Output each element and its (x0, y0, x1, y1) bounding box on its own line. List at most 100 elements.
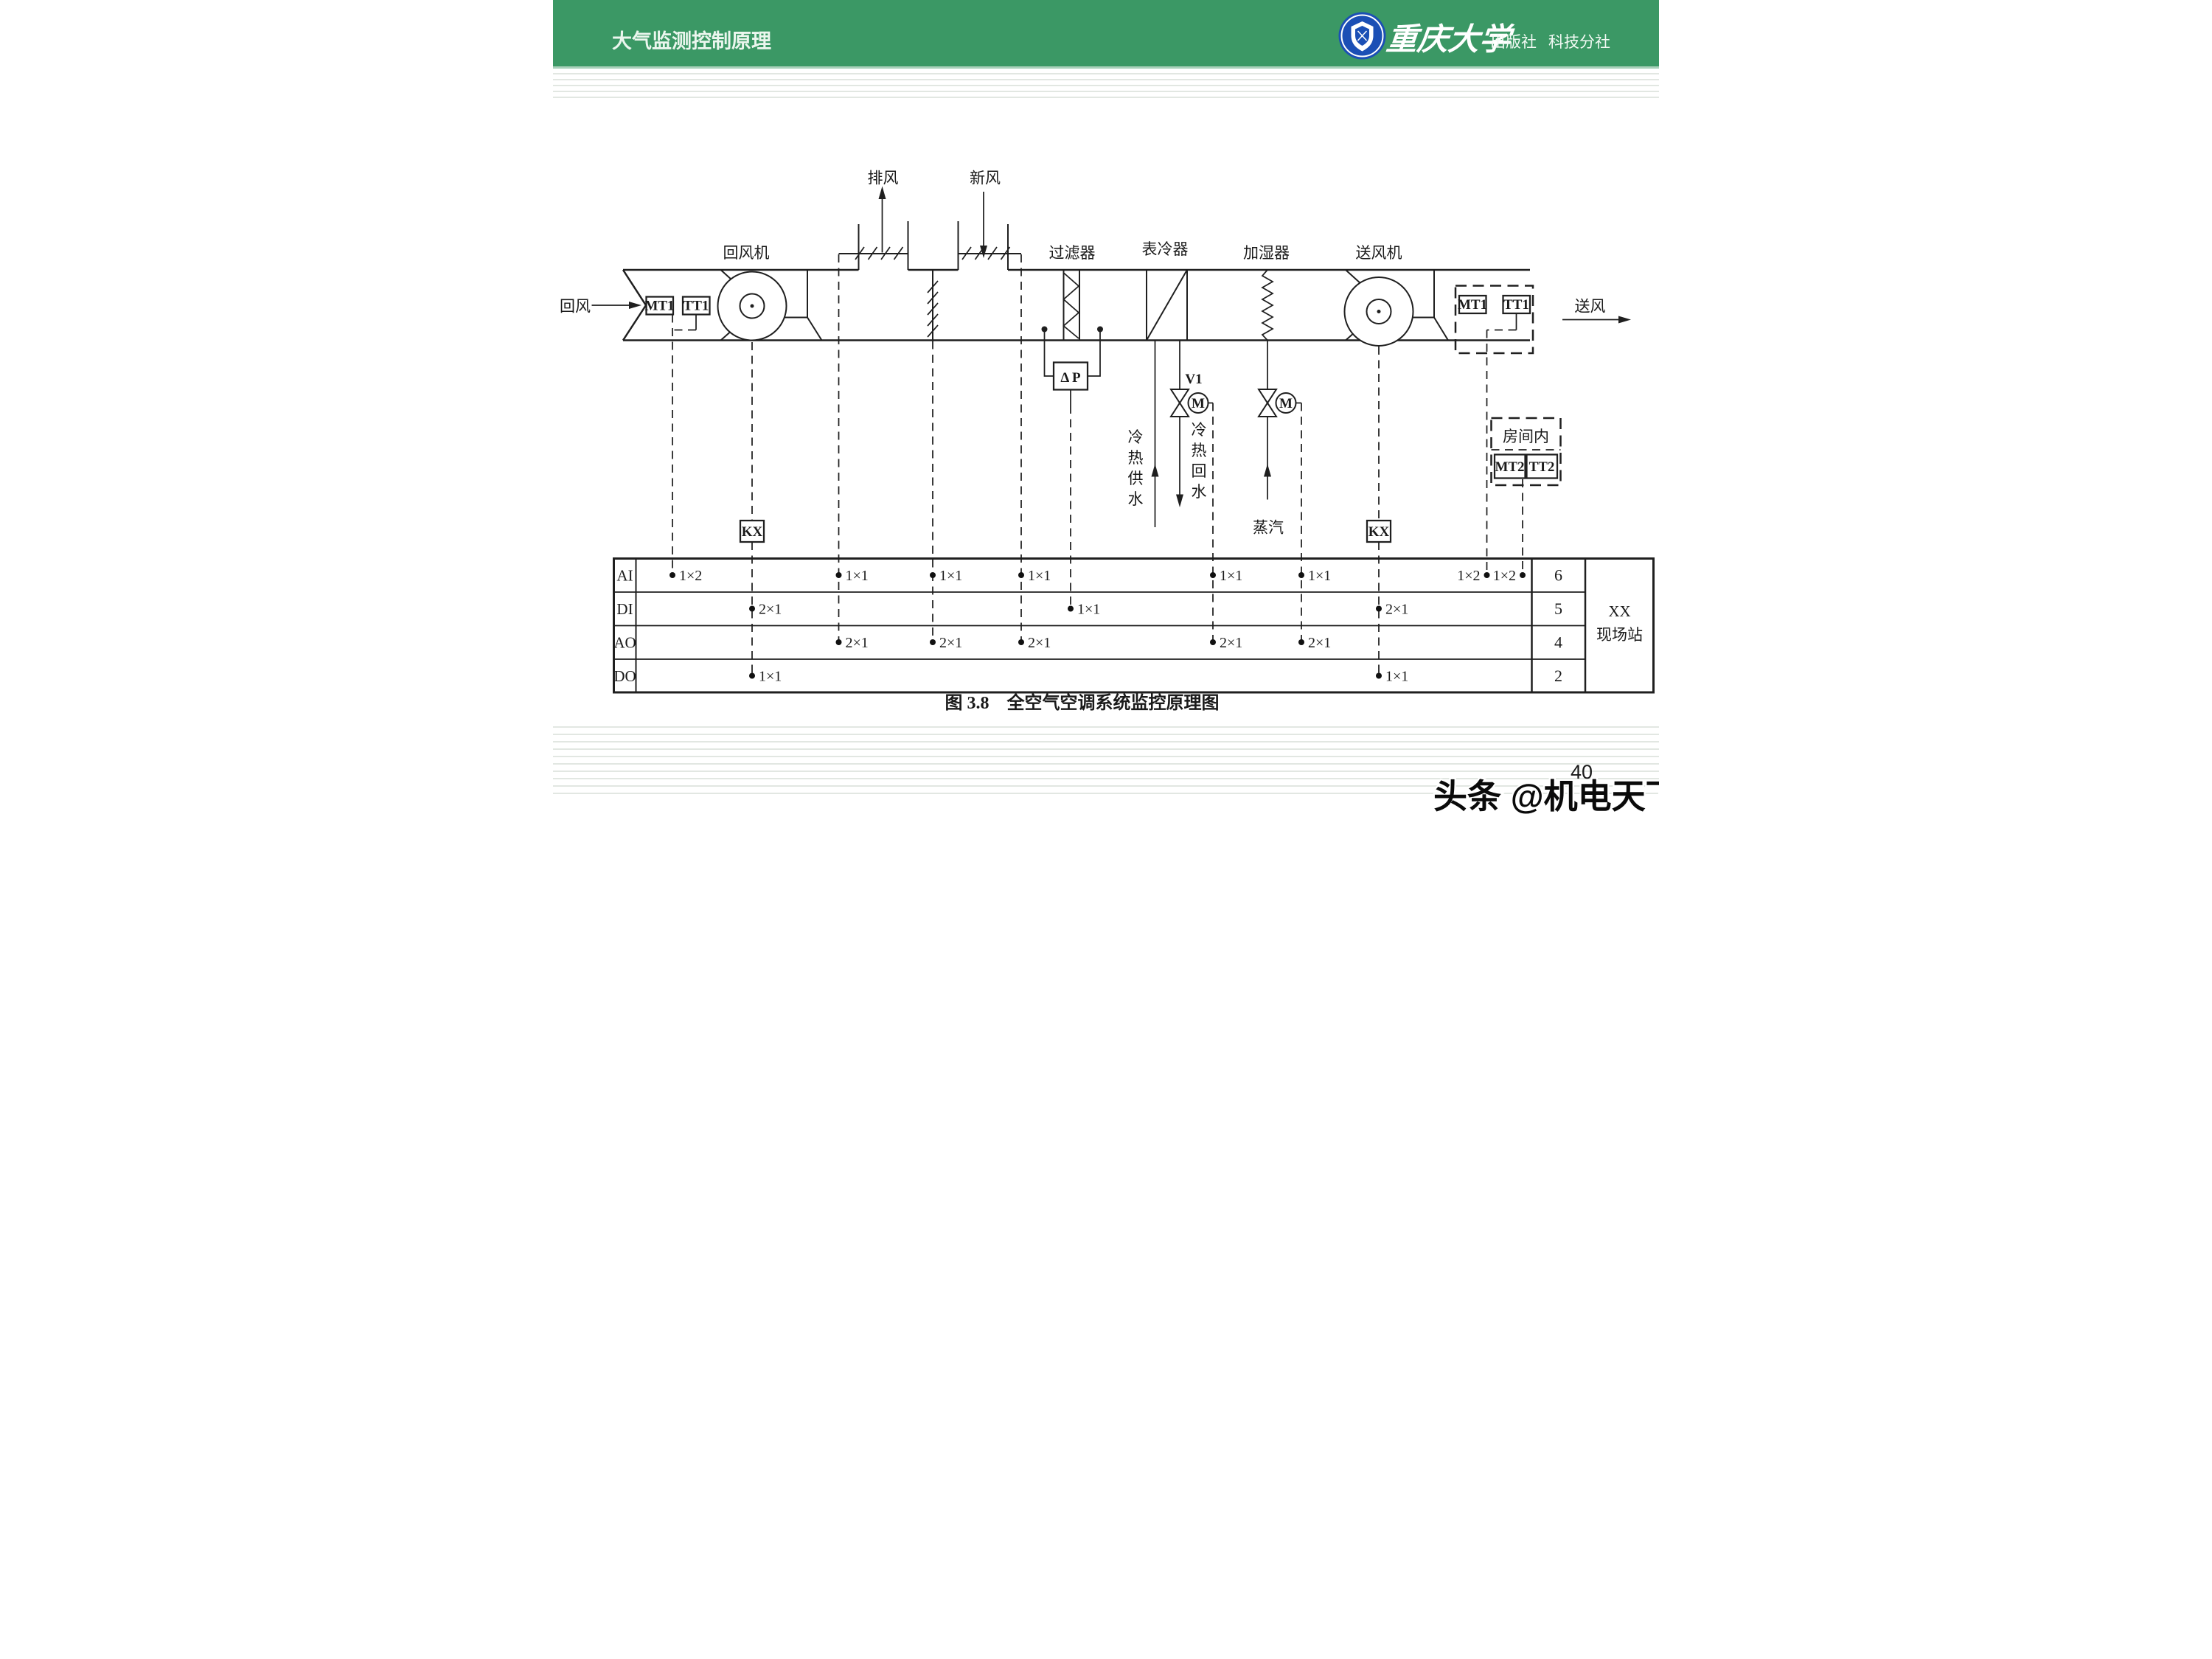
university-logo-icon (1338, 12, 1386, 60)
count-ai: 6 (1554, 566, 1562, 585)
room-label: 房间内 (1503, 428, 1549, 445)
io-point-label: 1×1 (1385, 669, 1408, 685)
row-label-di: DI (616, 600, 633, 618)
io-point-label: 1×2 (679, 568, 702, 584)
tt1-supply-sensor: TT1 (1503, 297, 1529, 313)
v1-valve-icon: M (1169, 389, 1213, 417)
io-point-label: 1×1 (846, 568, 869, 584)
fresh-air-opening: 新风 (957, 170, 1021, 270)
tt1-return-sensor: TT1 (684, 299, 709, 314)
io-point-dot (1068, 605, 1074, 612)
kx-relays: KX KX (739, 519, 1392, 543)
tt2-sensor: TT2 (1529, 459, 1555, 475)
down-arrow-icon (980, 246, 987, 258)
up-arrow-icon (1151, 464, 1159, 477)
io-point-label: 1×1 (1077, 602, 1100, 618)
io-point-dot (1298, 572, 1304, 578)
io-point-label: 1×2 (1457, 568, 1480, 584)
io-point-label: 2×1 (846, 635, 869, 651)
press-label: 出版社 (1490, 34, 1537, 51)
up-arrow-icon (1264, 464, 1271, 477)
io-point-dot (669, 572, 675, 578)
kx-return-relay: KX (742, 524, 763, 540)
recirculation-damper-icon (927, 270, 939, 341)
io-points: 1×2 2×1 1×1 1×1 2×1 1×1 2×1 1×1 2×1 1×1 1×1 2×1 1×1 2… (669, 568, 1526, 685)
station-name-line2: 现场站 (1596, 626, 1643, 644)
return-water-label: 冷热回水 (1192, 421, 1207, 501)
supply-water-label: 冷热供水 (1128, 428, 1144, 508)
humidifier-zigzag-icon (1261, 269, 1274, 341)
io-point-dot (1210, 572, 1216, 578)
io-point-label: 1×1 (1308, 568, 1331, 584)
io-point-label: 2×1 (1385, 602, 1408, 618)
io-point-dot (1018, 572, 1024, 578)
count-di: 5 (1554, 599, 1562, 618)
count-do: 2 (1554, 667, 1562, 685)
return-fan: 回风机 (717, 244, 823, 341)
kx-supply-relay: KX (1368, 524, 1390, 540)
io-point-dot (1018, 639, 1024, 645)
room-sensors: 房间内 MT2 TT2 (1490, 417, 1562, 487)
filter-label: 过滤器 (1049, 244, 1096, 262)
supply-fan: 送风机 (1343, 244, 1449, 347)
exhaust-label: 排风 (868, 170, 899, 187)
io-point-label: 2×1 (939, 635, 962, 651)
slide: 大气监测控制原理 重庆大学 出版社 科技分社 (553, 0, 1659, 830)
io-point-label: 1×1 (759, 669, 782, 685)
steam-label: 蒸汽 (1253, 519, 1284, 537)
io-point-dot (930, 639, 936, 645)
division-label: 科技分社 (1548, 34, 1610, 51)
io-point-dot (749, 605, 755, 612)
io-table: AI DI AO DO 6 5 4 2 XX 现场站 1×2 2×1 1×1 1×1 2… (613, 557, 1655, 694)
exhaust-opening: 排风 (838, 170, 909, 270)
university-name: 重庆大学 (1385, 23, 1517, 58)
cooler-label: 表冷器 (1142, 240, 1189, 258)
io-point-label: 1×1 (1220, 568, 1242, 584)
return-fan-label: 回风机 (723, 244, 770, 262)
row-label-ao: AO (613, 634, 636, 652)
humidifier: 加湿器 M 蒸汽 (1243, 244, 1301, 537)
right-arrow-icon (629, 302, 641, 309)
io-point-dot (835, 572, 842, 578)
mt1-return-sensor: MT1 (644, 299, 674, 314)
v1-motor: M (1192, 396, 1205, 411)
station-name-line1: XX (1608, 602, 1630, 620)
io-point-dot (1376, 605, 1382, 612)
humidifier-label: 加湿器 (1243, 244, 1290, 262)
cooler-diagonal-icon (1146, 269, 1188, 341)
header: 大气监测控制原理 重庆大学 出版社 科技分社 (553, 0, 1659, 69)
row-label-ai: AI (616, 567, 633, 585)
page-number: 40 (1571, 761, 1593, 783)
filter: 过滤器 Δ P (1041, 244, 1103, 391)
watermark: 头条 @机电天下 (1433, 777, 1659, 815)
io-point-dot (1484, 572, 1490, 578)
header-bar (553, 0, 1659, 69)
dp-switch: Δ P (1060, 370, 1081, 386)
io-point-dot (930, 572, 936, 578)
fresh-air-label: 新风 (970, 170, 1001, 187)
return-air: 回风 (560, 298, 641, 316)
v1-valve-label: V1 (1185, 372, 1202, 387)
right-arrow-icon (1618, 316, 1631, 324)
mt2-sensor: MT2 (1495, 459, 1524, 475)
supply-sensors: MT1 TT1 (1454, 285, 1534, 355)
filter-zigzag-icon (1062, 272, 1080, 339)
io-point-dot (1210, 639, 1216, 645)
io-point-dot (749, 672, 755, 679)
steam-valve-icon: M (1257, 389, 1301, 417)
supply-air: 送风 (1562, 298, 1631, 324)
down-arrow-icon (1176, 494, 1183, 507)
row-label-do: DO (613, 667, 636, 685)
io-point-label: 2×1 (1308, 635, 1331, 651)
io-point-label: 1×2 (1493, 568, 1516, 584)
count-ao: 4 (1554, 633, 1562, 652)
page-title: 大气监测控制原理 (612, 30, 771, 52)
figure-caption: 图 3.8 全空气空调系统监控原理图 (945, 692, 1220, 713)
io-point-dot (1520, 572, 1526, 578)
io-point-label: 1×1 (939, 568, 962, 584)
io-point-dot (835, 639, 842, 645)
io-point-label: 2×1 (1220, 635, 1242, 651)
io-point-dot (1298, 639, 1304, 645)
io-point-label: 2×1 (759, 602, 782, 618)
io-point-label: 2×1 (1028, 635, 1051, 651)
